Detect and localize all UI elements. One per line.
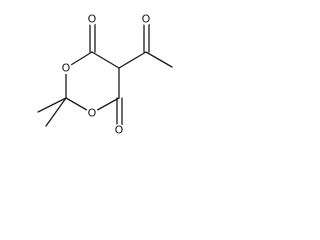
atom-carbonyl-o-bottom: O (115, 124, 124, 137)
bond-acyl-methyl (145, 51, 173, 68)
bond-c2-methyl-a (37, 97, 67, 113)
atom-labels: O O O O O (60, 13, 152, 137)
bond-c5-acyl (118, 51, 147, 69)
molecule-structure: O O O O O (37, 13, 173, 137)
ring-bonds (65, 51, 120, 114)
atom-acetyl-o: O (142, 13, 151, 26)
bond-c4-c5 (91, 51, 120, 69)
atom-carbonyl-o-top: O (88, 13, 97, 26)
acetyl-bonds (118, 23, 173, 69)
atom-ring-o-left: O (62, 62, 71, 75)
gem-dimethyl-bonds (37, 97, 67, 127)
atom-ring-o-lower: O (88, 107, 97, 120)
carbonyl-bonds (89, 23, 123, 127)
bond-c2-methyl-b (45, 97, 67, 127)
